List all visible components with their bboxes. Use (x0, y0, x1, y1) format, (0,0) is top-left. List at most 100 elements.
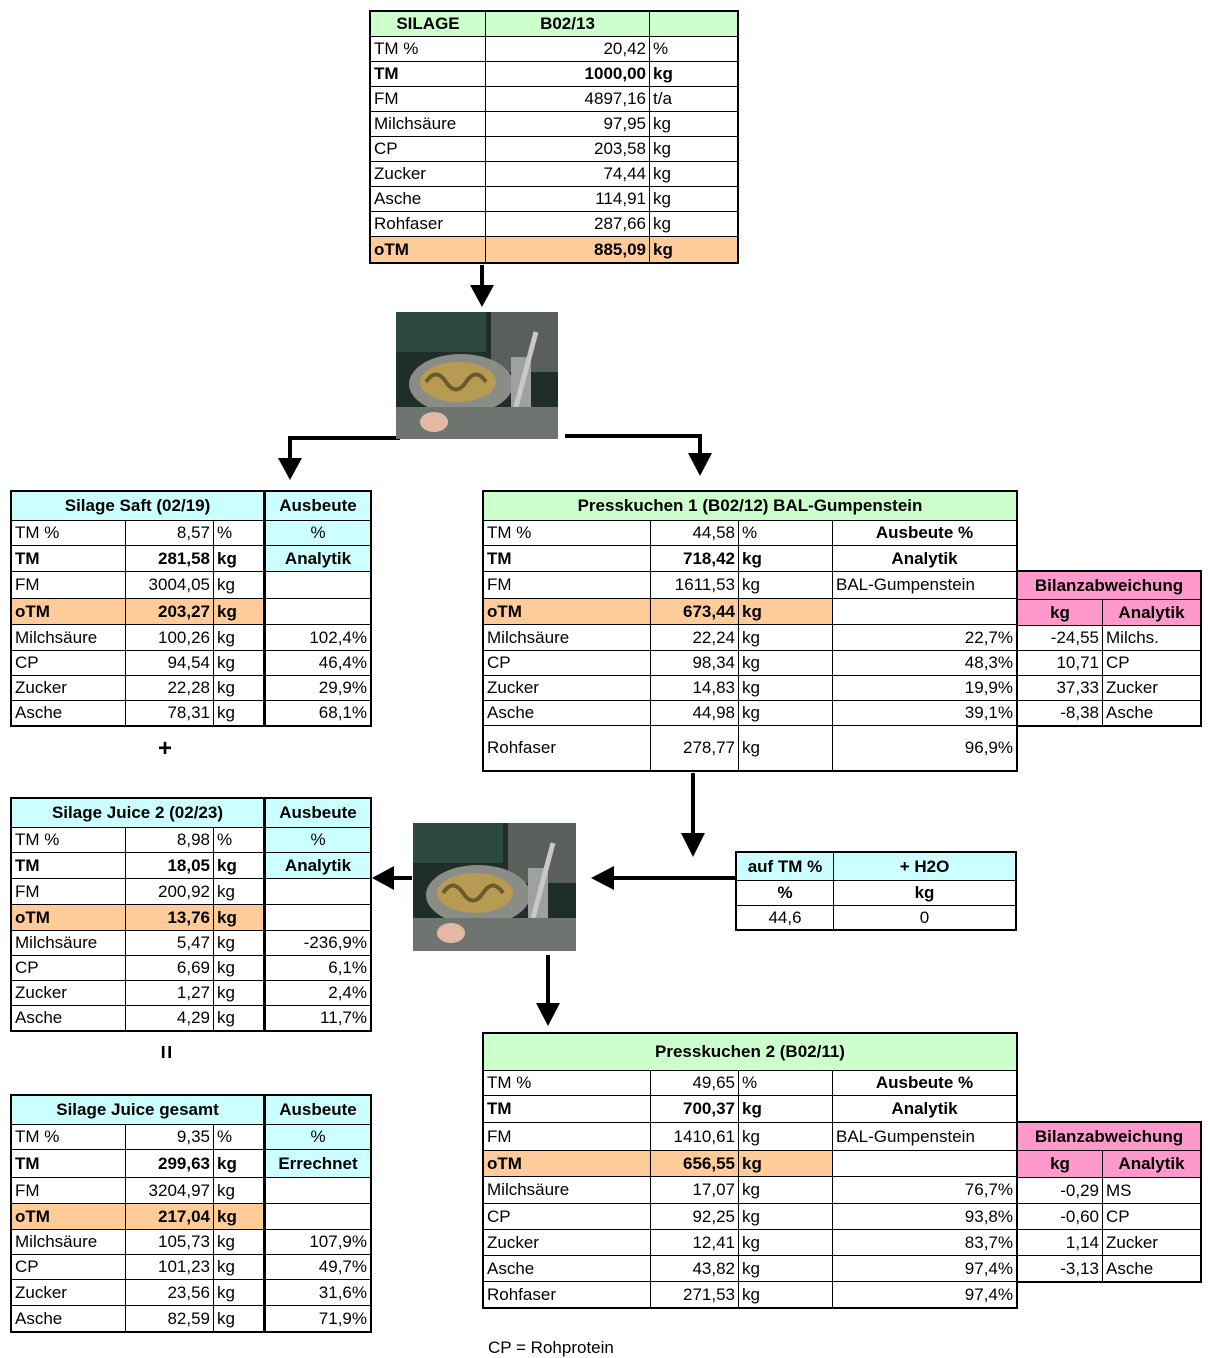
row-yield: 76,7% (832, 1177, 1016, 1203)
row-label: CP (487, 1206, 511, 1226)
yield-header: Ausbeute (265, 799, 370, 827)
row-yield: Analytik (265, 853, 370, 878)
silage-value: 20,42 (485, 37, 649, 61)
row-value: 82,59 (125, 1306, 213, 1331)
silage-label: oTM (374, 239, 409, 259)
row-label: TM % (487, 1073, 532, 1092)
table-title: Silage Juice gesamt (12, 1096, 265, 1124)
row-unit: kg (213, 1006, 265, 1030)
row-value: 18,05 (125, 853, 213, 878)
row-yield: Analytik (832, 1096, 1016, 1122)
screw-press-image-2 (413, 823, 576, 951)
row-label: CP (487, 653, 511, 672)
row-yield: 107,9% (265, 1230, 370, 1254)
row-unit: kg (213, 676, 265, 700)
row-value: 14,83 (650, 676, 738, 700)
row-unit: kg (738, 1204, 832, 1229)
bilanz-title: Bilanzabweichung (1034, 575, 1184, 595)
silage-unit: kg (649, 112, 737, 136)
row-yield: 71,9% (265, 1306, 370, 1331)
bilanz-name: Zucker (1102, 676, 1200, 700)
row-yield: 29,9% (265, 676, 370, 700)
row-label: oTM (484, 1151, 650, 1176)
row-unit: kg (738, 546, 832, 571)
silage-value: 203,58 (485, 137, 649, 161)
silage-value: 114,91 (485, 187, 649, 211)
bilanz-kg: 1,14 (1065, 1232, 1099, 1252)
row-yield: % (265, 521, 370, 545)
row-yield: 49,7% (265, 1255, 370, 1279)
row-unit: kg (738, 701, 832, 725)
silage-unit: kg (649, 162, 737, 186)
silage-unit: % (649, 37, 737, 61)
row-value: 5,47 (125, 931, 213, 955)
row-value: 3004,05 (125, 572, 213, 598)
row-label: TM % (15, 1127, 60, 1146)
silage-unit: kg (649, 237, 737, 262)
row-label: TM (487, 548, 512, 568)
row-label: Milchsäure (15, 1232, 98, 1251)
silage-unit: kg (649, 62, 737, 86)
row-value: 9,35 (125, 1125, 213, 1149)
row-unit: kg (213, 1306, 265, 1331)
row-unit: % (738, 1071, 832, 1095)
yield-header: Ausbeute (265, 492, 370, 520)
screw-press-image-1 (396, 312, 558, 439)
row-unit: kg (213, 651, 265, 675)
bilanz-kg: -0,29 (1060, 1180, 1099, 1200)
row-yield: 19,9% (832, 676, 1016, 700)
row-value: 12,41 (650, 1230, 738, 1255)
row-label: Milchsäure (15, 933, 98, 952)
row-value: 100,26 (125, 625, 213, 650)
silage-saft-table: Silage Saft (02/19) Ausbeute TM %8,57%% … (10, 490, 372, 727)
row-unit: kg (213, 853, 265, 878)
row-label: CP (15, 1257, 39, 1276)
h2o-value-water: 0 (833, 906, 1015, 929)
row-unit: kg (738, 1230, 832, 1255)
row-value: 23,56 (125, 1280, 213, 1305)
row-label: oTM (12, 599, 125, 624)
row-value: 656,55 (650, 1151, 738, 1176)
row-value: 673,44 (650, 599, 738, 624)
row-yield: 31,6% (265, 1280, 370, 1305)
row-value: 200,92 (125, 879, 213, 904)
row-unit: kg (738, 726, 832, 770)
silage-label: FM (374, 89, 399, 108)
row-yield: BAL-Gumpenstein (832, 572, 1016, 598)
bilanz-kg: 37,33 (1056, 678, 1099, 697)
silage-label: Rohfaser (374, 214, 443, 233)
bilanz-name: Milchs. (1102, 626, 1200, 650)
row-yield: 102,4% (265, 625, 370, 650)
row-yield: Analytik (265, 546, 370, 571)
row-value: 22,28 (125, 676, 213, 700)
row-label: Asche (487, 1258, 535, 1278)
row-yield: BAL-Gumpenstein (832, 1123, 1016, 1150)
row-value: 278,77 (650, 726, 738, 770)
table-title: Presskuchen 2 (B02/11) (655, 1042, 845, 1061)
row-label: Zucker (15, 983, 67, 1002)
row-label: Rohfaser (487, 738, 556, 757)
row-value: 1611,53 (650, 572, 738, 598)
row-label: CP (15, 653, 39, 672)
bilanz-header-kg: kg (1050, 1154, 1070, 1173)
silage-label: CP (374, 139, 398, 158)
row-unit: kg (213, 546, 265, 571)
silage-title: SILAGE (371, 12, 485, 36)
row-yield: % (265, 828, 370, 852)
bilanz-name: CP (1102, 651, 1200, 675)
bilanz-kg: -3,13 (1060, 1258, 1099, 1278)
row-unit: kg (213, 1178, 265, 1203)
row-unit: kg (738, 599, 832, 624)
silage-value: 287,66 (485, 212, 649, 236)
silage-unit: kg (649, 212, 737, 236)
row-yield: 48,3% (832, 651, 1016, 675)
h2o-value-tm: 44,6 (768, 907, 802, 927)
row-value: 13,76 (125, 905, 213, 930)
row-yield: 83,7% (832, 1230, 1016, 1255)
row-label: FM (487, 575, 512, 594)
plus-sign: + (158, 735, 173, 762)
row-unit: kg (738, 1282, 832, 1307)
